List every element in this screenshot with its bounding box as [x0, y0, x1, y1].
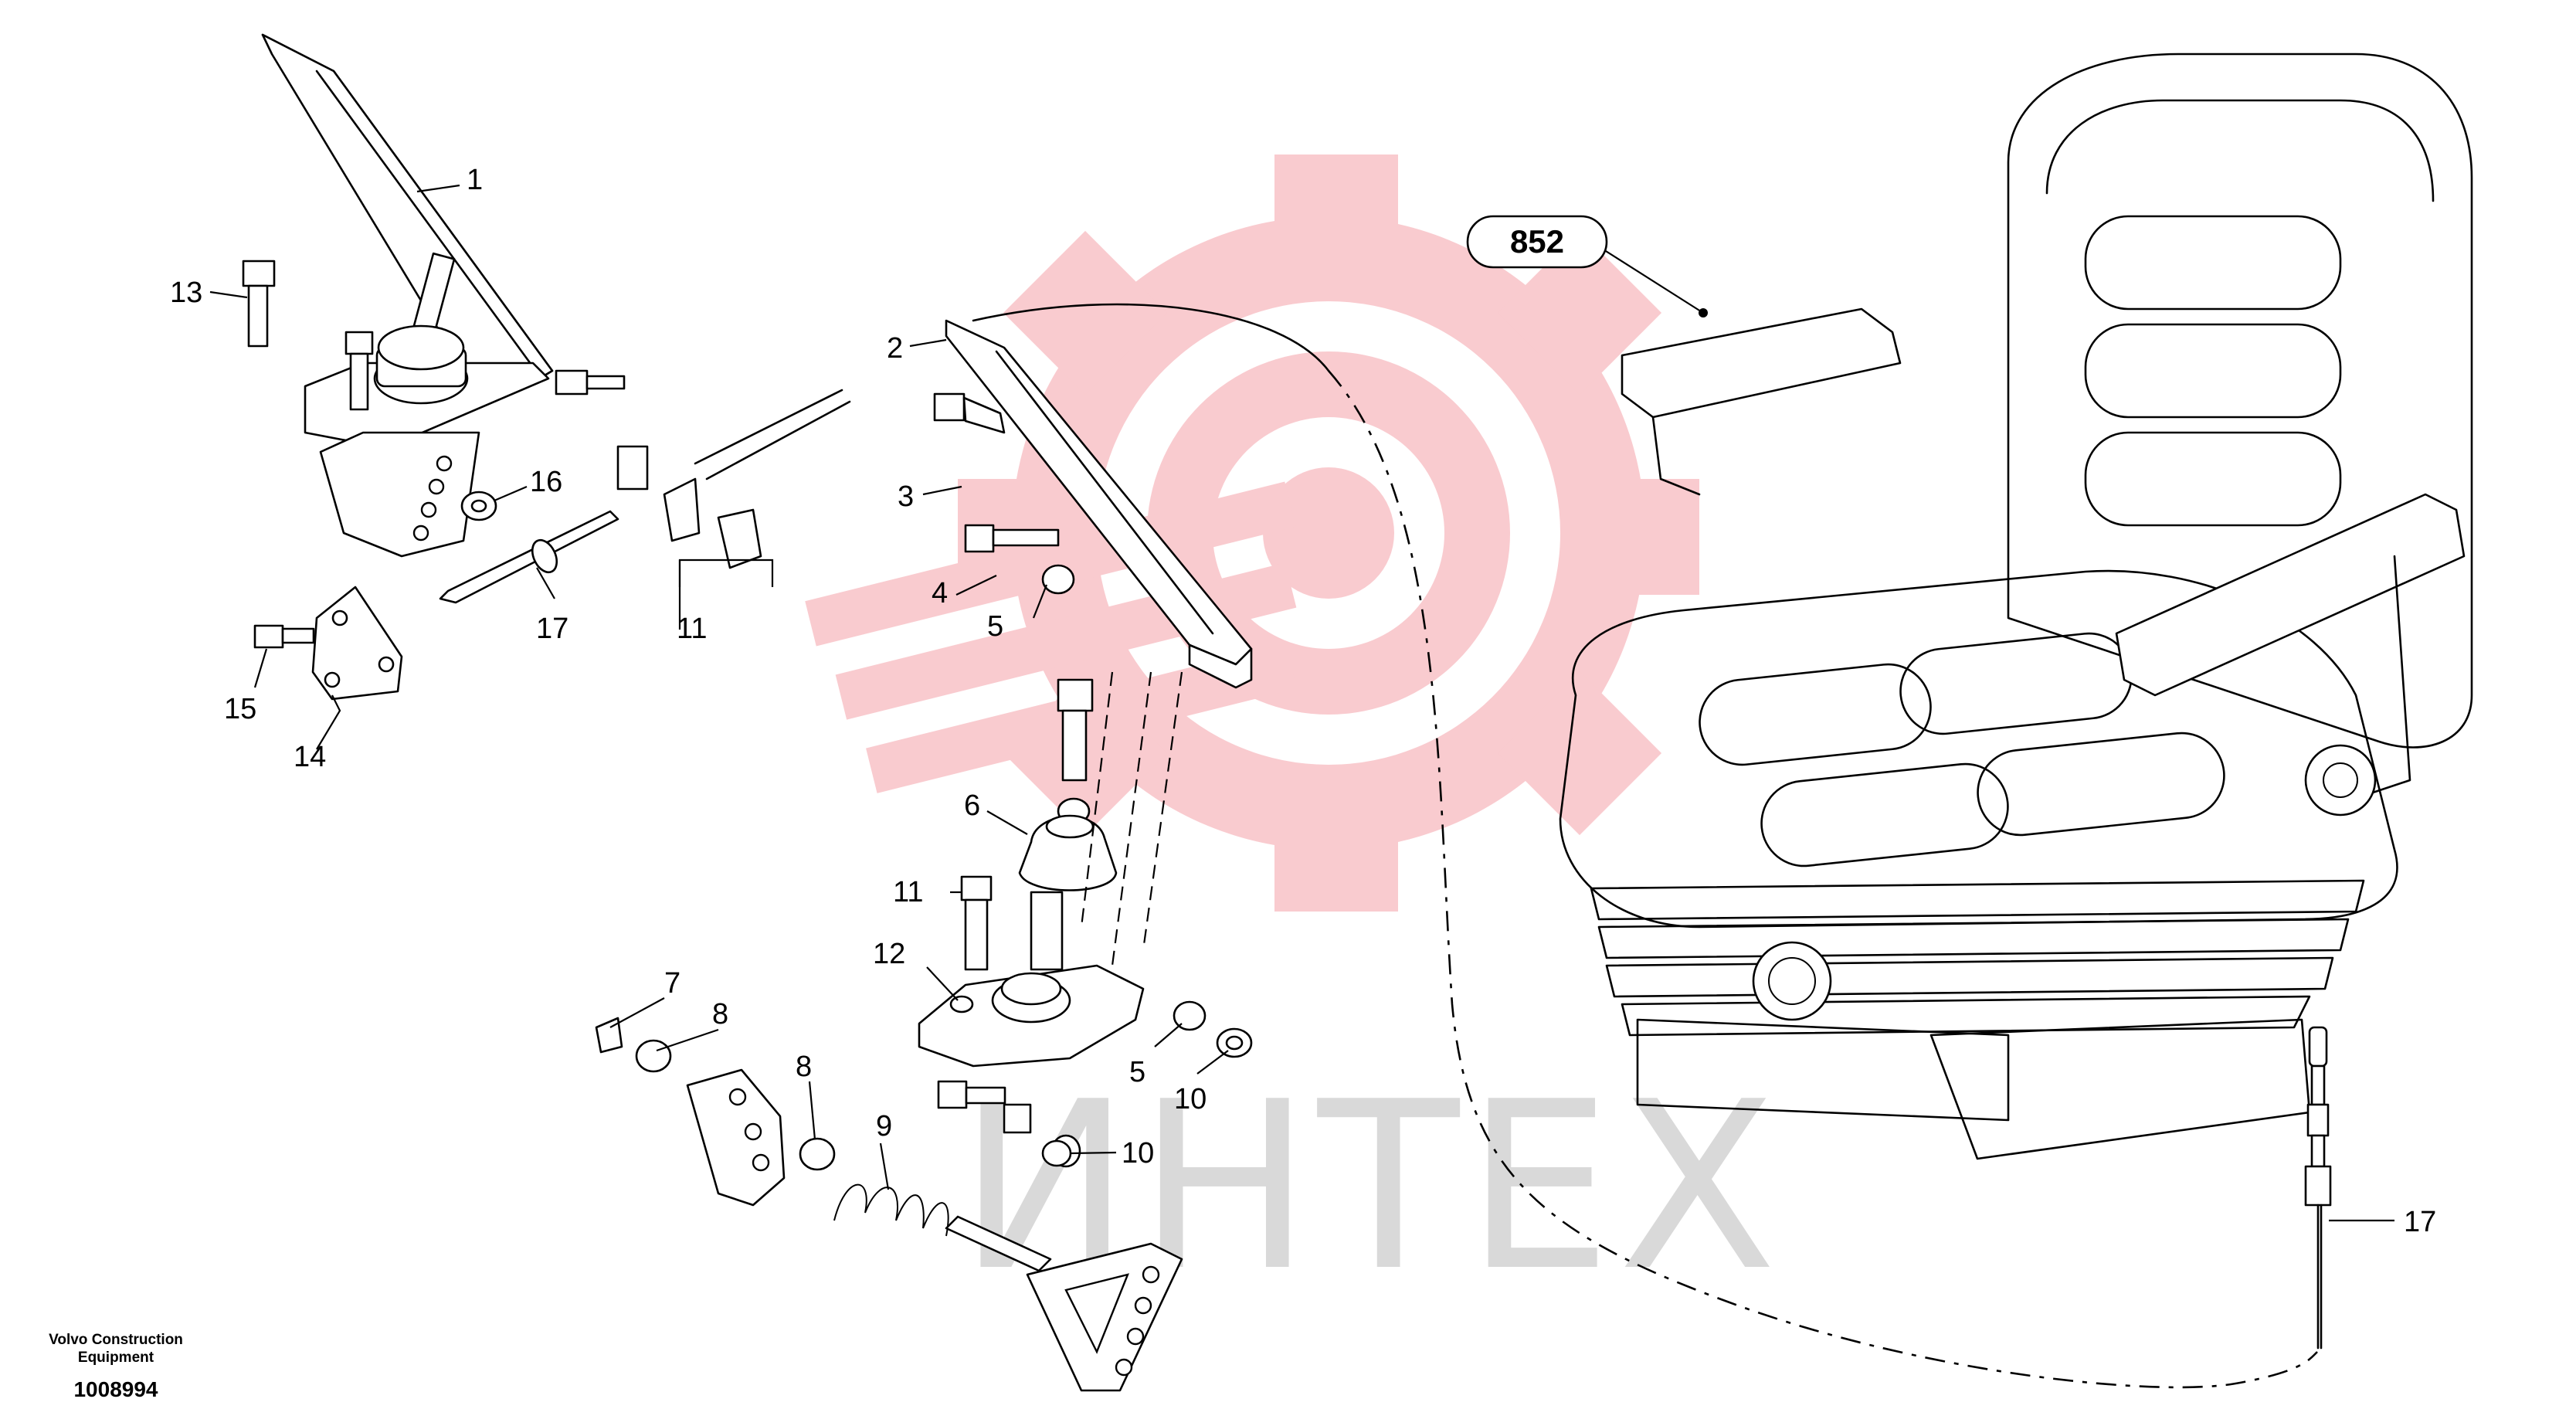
callout-1: 1: [467, 164, 483, 196]
throttle-cable-route: [1328, 370, 2318, 1389]
reference-label: 852: [1510, 223, 1564, 260]
callout-8-lower: 8: [796, 1051, 812, 1083]
callout-4: 4: [932, 577, 948, 609]
cable-part-17: [2304, 1026, 2332, 1350]
leader-lines: [209, 184, 2394, 1222]
callout-17-left: 17: [536, 613, 568, 645]
operator-seat: [1559, 53, 2473, 1160]
callout-5-lower: 5: [1129, 1056, 1145, 1088]
callout-2: 2: [887, 332, 903, 365]
callout-10-lower: 10: [1122, 1137, 1154, 1170]
footer-block: Volvo Construction Equipment 1008994: [49, 1332, 183, 1401]
callout-labels: 1 13 16 17 11 15 14 2 3 4 5 6 11 12 7 8 …: [170, 164, 2436, 1238]
drawing-number: 1008994: [73, 1377, 158, 1401]
callout-11-left: 11: [677, 613, 707, 645]
callout-12: 12: [873, 938, 905, 970]
callout-15: 15: [224, 693, 256, 725]
callout-11-center: 11: [893, 876, 923, 908]
callout-9: 9: [876, 1110, 892, 1142]
callout-3: 3: [898, 480, 914, 513]
company-line-2: Equipment: [78, 1350, 154, 1366]
callout-7: 7: [664, 967, 680, 1000]
callout-6: 6: [964, 789, 980, 822]
company-line-1: Volvo Construction: [49, 1332, 183, 1348]
reference-bubble-852: 852: [1466, 215, 1608, 269]
callout-8-upper: 8: [712, 998, 728, 1030]
pedal-assembly-center: [918, 303, 1330, 1168]
callout-10-upper: 10: [1174, 1083, 1207, 1115]
callout-5-top: 5: [987, 610, 1003, 643]
callout-16: 16: [530, 466, 562, 498]
pedal-assembly-left: [242, 33, 851, 701]
callout-13: 13: [170, 277, 202, 309]
callout-17-right: 17: [2404, 1206, 2436, 1238]
spring-bracket-assembly: [595, 1017, 1183, 1392]
callout-14: 14: [294, 741, 326, 773]
